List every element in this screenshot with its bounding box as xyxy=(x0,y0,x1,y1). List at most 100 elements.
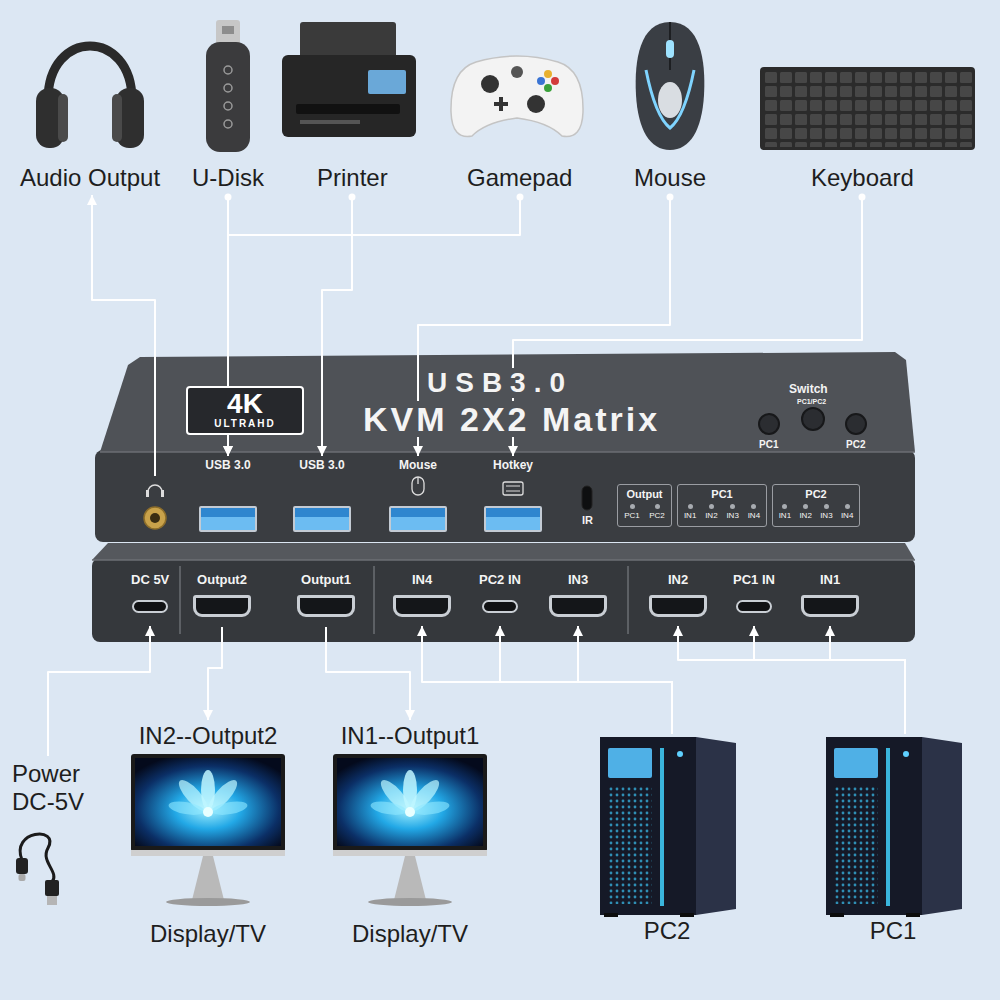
audio-jack-hole xyxy=(150,513,160,523)
headphone-pad xyxy=(58,94,68,142)
usb-stick-dot xyxy=(224,120,232,128)
power-port: DC 5V xyxy=(131,572,169,624)
printer-slot xyxy=(296,104,400,114)
device-name: Display/TV xyxy=(150,920,266,948)
tower-area xyxy=(825,735,961,917)
usb-port: Mouse xyxy=(389,458,447,536)
keyboard-symbol xyxy=(506,491,520,492)
panel-divider xyxy=(374,566,375,634)
led-indicator: IN4 xyxy=(841,504,853,520)
led-label: PC2 xyxy=(776,488,856,501)
connectors xyxy=(48,194,905,757)
socket-area xyxy=(484,472,542,536)
port-label: Output2 xyxy=(197,572,247,588)
led-indicator: IN3 xyxy=(726,504,738,520)
led-label: PC1 xyxy=(681,488,763,501)
led-label: IN2 xyxy=(705,511,717,520)
keyboard-body xyxy=(760,67,975,150)
device-name: Audio Output xyxy=(20,163,160,193)
socket-area xyxy=(736,588,772,624)
wire-end-dot xyxy=(859,194,866,201)
device-name: Power DC-5V xyxy=(12,760,104,816)
printer-display xyxy=(368,70,406,94)
housing-top-face xyxy=(100,352,915,452)
switch-button xyxy=(759,414,779,434)
wire-end-dot xyxy=(667,194,674,201)
screen-area xyxy=(335,750,485,920)
monitor xyxy=(131,754,285,906)
led-indicator: IN1 xyxy=(684,504,696,520)
led-dot xyxy=(845,504,850,509)
connector-arrow xyxy=(578,626,672,734)
port-label: Output1 xyxy=(301,572,351,588)
device-label: Keyboard xyxy=(811,163,914,193)
pc-tower xyxy=(826,737,962,917)
led-dot xyxy=(782,504,787,509)
device-name: Mouse xyxy=(634,163,706,193)
printer-body xyxy=(282,55,416,137)
hdmi-socket xyxy=(549,595,607,617)
display: IN2--Output2Display/TV xyxy=(133,722,283,948)
led-dot xyxy=(824,504,829,509)
connector-arrow xyxy=(322,197,352,456)
hdmi-input-port: IN3 xyxy=(549,572,607,624)
connector-arrow xyxy=(678,626,905,734)
gamepad-dpad xyxy=(499,97,503,111)
panel-label: Switch xyxy=(789,382,828,396)
back-panel-top xyxy=(92,543,915,560)
hdmi-socket xyxy=(801,595,859,617)
device-name: Gamepad xyxy=(467,163,572,193)
usb-stick-dot xyxy=(224,84,232,92)
keyboard-symbol xyxy=(503,482,523,495)
connector-arrow xyxy=(208,627,222,720)
connector-arrow xyxy=(500,626,672,734)
printer-tray xyxy=(300,120,360,124)
led-indicator: IN2 xyxy=(799,504,811,520)
port-label: IN4 xyxy=(412,572,432,588)
hdmi-socket xyxy=(649,595,707,617)
connector-arrow xyxy=(326,627,410,720)
badge-text: 4K xyxy=(188,390,302,418)
mouse-palm xyxy=(658,82,682,118)
hdmi-socket xyxy=(297,595,355,617)
gamepad-button xyxy=(551,77,559,85)
device-name: Display/TV xyxy=(352,920,468,948)
usb-c-socket xyxy=(736,600,772,613)
hdmi-socket xyxy=(193,595,251,617)
connector-arrow xyxy=(92,195,155,355)
device-name: IN1--Output1 xyxy=(341,722,480,750)
led-label: PC2 xyxy=(649,511,665,520)
led-label: IN1 xyxy=(779,511,791,520)
housing-front-face xyxy=(95,450,915,542)
led-label: PC1 xyxy=(624,511,640,520)
led-indicator: IN3 xyxy=(820,504,832,520)
led-indicator: PC1 xyxy=(624,504,640,520)
port-label: USB 3.0 xyxy=(205,458,250,472)
led-indicator: IN1 xyxy=(779,504,791,520)
socket-area xyxy=(389,472,447,536)
connector-arrow xyxy=(48,626,150,756)
usb-a-socket xyxy=(484,506,542,532)
usb-stick-plug-hole xyxy=(222,26,234,34)
usb-c-plug xyxy=(16,858,28,874)
usb-port: USB 3.0 xyxy=(199,458,257,536)
audio-jack xyxy=(144,507,166,529)
gamepad-stick xyxy=(481,75,499,93)
port-label: Mouse xyxy=(399,458,437,472)
gamepad-button xyxy=(537,77,545,85)
computer: PC1 xyxy=(825,735,961,945)
port-label: DC 5V xyxy=(131,572,169,588)
usb-a-plug-tip xyxy=(47,896,57,905)
hdmi-output-port: Output1 xyxy=(297,572,355,624)
usb-c-input-port: PC1 IN xyxy=(733,572,775,624)
switch-button xyxy=(802,408,824,430)
panel-divider xyxy=(628,566,629,634)
usb-stick-dot xyxy=(224,66,232,74)
gamepad-home xyxy=(511,66,523,78)
socket-area xyxy=(801,588,859,624)
usb-stick-dot xyxy=(224,102,232,110)
socket-area xyxy=(649,588,707,624)
tower-area xyxy=(599,735,735,917)
socket-area xyxy=(549,588,607,624)
led-label: IN3 xyxy=(820,511,832,520)
